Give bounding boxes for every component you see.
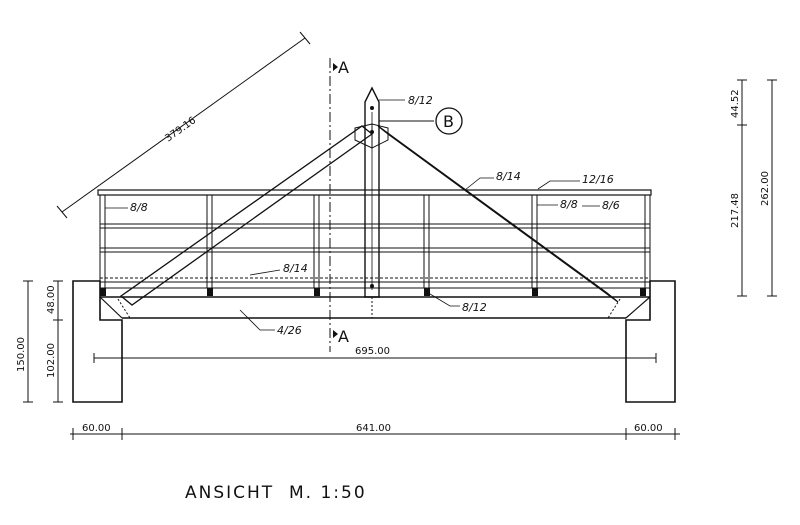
label-top-chord: 8/14 [496, 170, 521, 183]
section-marker-top: A [338, 58, 349, 77]
height-lower-right-label: 217.48 [730, 193, 741, 228]
label-post-right: 8/8 [560, 198, 578, 211]
span-inner-label: 695.00 [355, 346, 390, 357]
support-brackets [117, 298, 621, 319]
label-rail-left: 8/8 [130, 201, 148, 214]
detail-marker-b: B [379, 107, 463, 135]
right-height-dimensions: 44.52 217.48 262.00 [730, 79, 777, 297]
section-marker-bottom: A [338, 327, 349, 346]
label-bottom-chord: 4/26 [277, 324, 302, 337]
deck [100, 277, 650, 296]
left-height-dimensions: 150.00 48.00 102.00 [16, 280, 63, 403]
left-abutment [72, 280, 123, 403]
label-rail-right: 8/6 [602, 199, 620, 212]
railing [97, 189, 652, 289]
section-labels: 8/12 8/8 8/14 12/16 8/8 8/6 8/14 8/12 4/… [105, 94, 620, 337]
right-support-label: 60.00 [634, 423, 663, 434]
bottom-dimension: 60.00 641.00 60.00 [70, 423, 680, 440]
height-lower-left-label: 102.00 [46, 343, 57, 378]
detail-marker-label: B [443, 112, 454, 131]
height-total-right-label: 262.00 [760, 171, 771, 206]
label-top-rail: 12/16 [582, 173, 614, 186]
diagonal-length-label: 379.16 [163, 115, 198, 144]
section-line-a: A A [329, 58, 349, 352]
height-top-right-label: 44.52 [730, 89, 741, 118]
label-deck-member: 8/14 [283, 262, 308, 275]
drawing-title: ANSICHT M. 1:50 [185, 483, 367, 503]
span-dimension: 695.00 [93, 346, 657, 363]
height-upper-left-label: 48.00 [46, 285, 57, 314]
label-bottom-post: 8/12 [462, 301, 487, 314]
bottom-beam [99, 296, 651, 319]
right-abutment [625, 280, 676, 403]
height-total-left-label: 150.00 [16, 337, 27, 372]
king-post [364, 86, 380, 318]
label-king-post-top: 8/12 [408, 94, 433, 107]
middle-span-label: 641.00 [356, 423, 391, 434]
left-support-label: 60.00 [82, 423, 111, 434]
